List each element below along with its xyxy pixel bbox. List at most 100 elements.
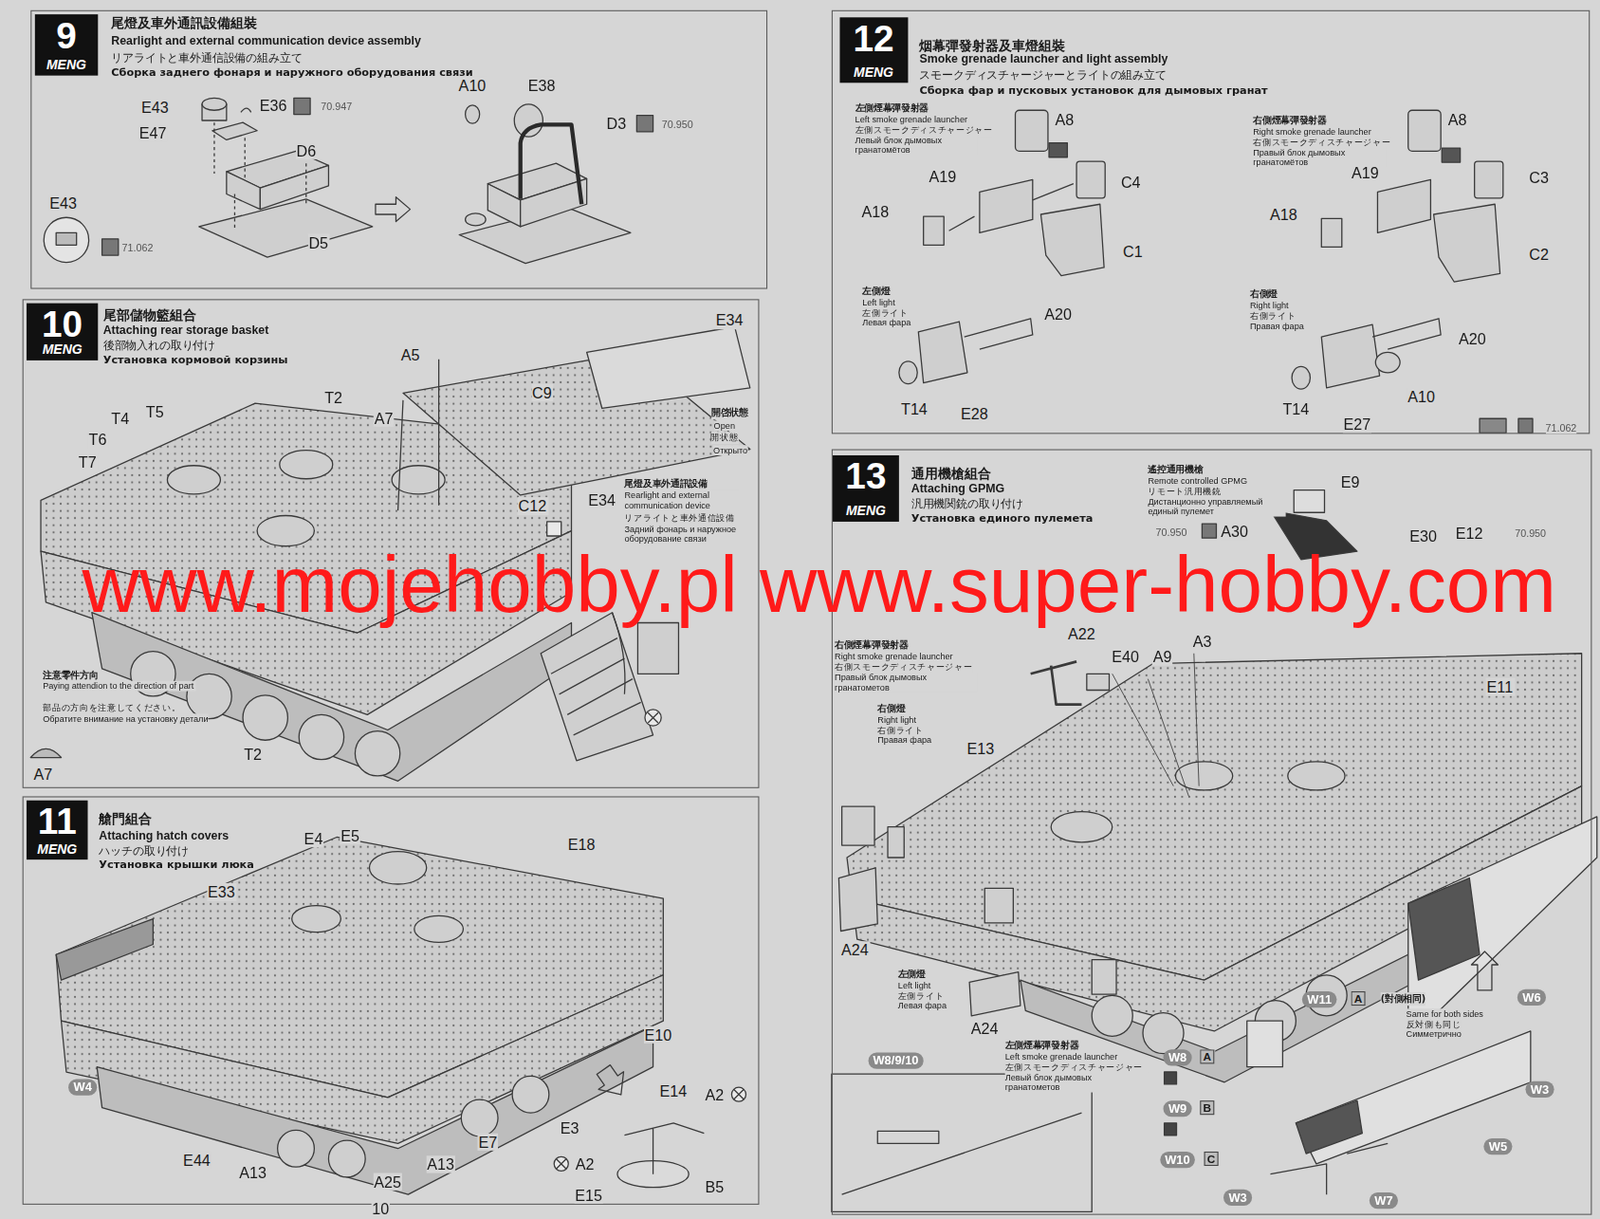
part-callout: A2: [703, 1085, 725, 1104]
part-callout: E12: [1454, 524, 1485, 542]
note-text: Обратите внимание на установку детали: [42, 713, 208, 724]
note-heading: 尾燈及車外通訊設備: [624, 478, 707, 492]
decal-marker: W6: [1517, 989, 1546, 1006]
note-heading: 開啓狀態: [711, 405, 749, 420]
decal-number: W6: [1522, 990, 1541, 1005]
step-badge: 10MENG: [26, 303, 98, 361]
title-russian: Сборка фар и пусковых установок для дымо…: [919, 83, 1268, 96]
paint-code: 71.062: [1544, 422, 1577, 434]
decal-marker: W3: [1223, 1189, 1252, 1206]
title-russian: Установка крышки люка: [98, 857, 255, 870]
title-japanese: 汎用機関銃の取り付け: [911, 496, 1024, 512]
note-text: Открыто: [713, 444, 748, 456]
part-callout: D6: [294, 141, 317, 159]
part-callout: A8: [1053, 110, 1075, 129]
part-callout: T14: [1281, 399, 1310, 417]
note-text: Remote controlled GPMG: [1147, 476, 1248, 487]
note-text: Задний фонарь и наружное оборудование св…: [624, 523, 739, 545]
note-text: Right smoke grenade launcher: [1252, 126, 1372, 137]
part-callout: A10: [1406, 386, 1436, 405]
part-callout: E44: [182, 1150, 212, 1168]
part-callout: E47: [138, 124, 168, 142]
part-callout: A20: [1457, 329, 1488, 347]
part-callout: A19: [928, 166, 958, 184]
part-callout: E10: [643, 1025, 673, 1043]
decal-marker: W7: [1369, 1192, 1398, 1209]
note-heading: 左側煙幕彈發射器: [855, 102, 929, 116]
brand-logo: MENG: [839, 64, 907, 80]
part-callout: T6: [88, 430, 109, 448]
decal-marker: W8/9/10: [867, 1052, 924, 1069]
note-heading: 右側煙幕彈發射器: [834, 639, 908, 653]
part-callout: A24: [970, 1019, 1000, 1037]
part-callout: A8: [1447, 110, 1469, 129]
part-callout: E11: [1486, 677, 1515, 695]
note-text: Rearlight and external communication dev…: [624, 490, 739, 512]
note-text: Левый блок дымовых гранатометов: [1005, 1071, 1149, 1093]
decal-number: W8: [1168, 1049, 1187, 1065]
part-callout: D5: [307, 233, 330, 251]
part-callout: E15: [573, 1185, 604, 1203]
part-callout: D3: [606, 113, 628, 131]
note-heading: 左側燈: [862, 284, 890, 298]
decal-letter: A: [1199, 1048, 1214, 1064]
title-russian: Установка единого пулемета: [911, 511, 1094, 524]
step-badge: 12MENG: [839, 17, 907, 83]
brand-logo: MENG: [35, 56, 99, 73]
decal-marker: W4: [68, 1079, 97, 1096]
part-callout: 10: [370, 1198, 390, 1216]
title-russian: Сборка заднего фонаря и наружного оборуд…: [110, 65, 473, 78]
part-callout: A19: [1350, 164, 1380, 182]
note-text: Paying attendion to the direction of par…: [42, 680, 196, 692]
part-callout: C1: [1121, 242, 1144, 260]
part-callout: T5: [145, 403, 166, 421]
note-text: Дистанционно управляемый единый пулемет: [1147, 496, 1286, 517]
note-text: Left smoke grenade launcher: [855, 114, 968, 126]
note-text: Левая фара: [898, 1000, 947, 1012]
decal-marker: W10: [1159, 1151, 1196, 1168]
decal-marker: W3: [1525, 1081, 1554, 1098]
decal-number: W3: [1530, 1082, 1549, 1097]
note-text: Левая фара: [862, 317, 911, 329]
part-callout: C2: [1527, 245, 1550, 263]
title-japanese: スモークディスチャージャーとライトの組み立て: [919, 67, 1166, 83]
step-panel: 艙門組合Attaching hatch coversハッチの取り付けУстано…: [22, 795, 760, 1204]
brand-logo: MENG: [26, 841, 89, 857]
step-number: 11: [26, 802, 89, 842]
title-english: Rearlight and external communication dev…: [110, 35, 422, 48]
part-callout: T7: [77, 452, 98, 470]
step-panel: 烟幕彈發射器及車燈組裝Smoke grenade launcher and li…: [831, 10, 1590, 435]
part-callout: A7: [32, 765, 54, 783]
decal-marker: W5: [1483, 1138, 1512, 1155]
decal-letter: C: [1204, 1151, 1219, 1166]
title-english: Attaching rear storage basket: [103, 323, 270, 336]
note-heading: 左側煙幕彈發射器: [1005, 1039, 1079, 1053]
title-chinese: 通用機槍組合: [911, 464, 992, 483]
title-english: Smoke grenade launcher and light assembl…: [919, 52, 1168, 65]
note-text: Левый блок дымовых гранатомётов: [855, 134, 978, 156]
note-text: Left light: [862, 296, 896, 308]
note-text: 開状態: [710, 431, 738, 444]
paint-code: 70.950: [1514, 527, 1546, 539]
decal-marker: W9: [1163, 1100, 1193, 1117]
title-japanese: 後部物入れの取り付け: [103, 337, 216, 353]
note-text: Right smoke grenade launcher: [834, 651, 954, 663]
step-number: 10: [26, 305, 98, 345]
part-callout: A24: [840, 940, 870, 958]
note-text: Left light: [898, 979, 932, 991]
part-callout: E43: [48, 193, 78, 211]
paint-code: 70.950: [662, 117, 694, 129]
brand-logo: MENG: [832, 503, 900, 519]
title-chinese: 艙門組合: [98, 810, 152, 829]
part-callout: B5: [703, 1177, 725, 1195]
note-heading: 右側煙幕彈發射器: [1252, 114, 1326, 129]
decal-marker: W11: [1302, 991, 1338, 1008]
decal-number: W5: [1489, 1139, 1508, 1154]
paint-code: 70.947: [320, 100, 352, 112]
step-badge: 13MENG: [832, 455, 900, 522]
title-english: Attaching GPMG: [911, 481, 1005, 495]
note-heading: 右側燈: [1250, 287, 1278, 301]
step-number: 13: [832, 457, 900, 497]
part-callout: A3: [1192, 632, 1214, 650]
part-callout: E3: [559, 1118, 581, 1136]
